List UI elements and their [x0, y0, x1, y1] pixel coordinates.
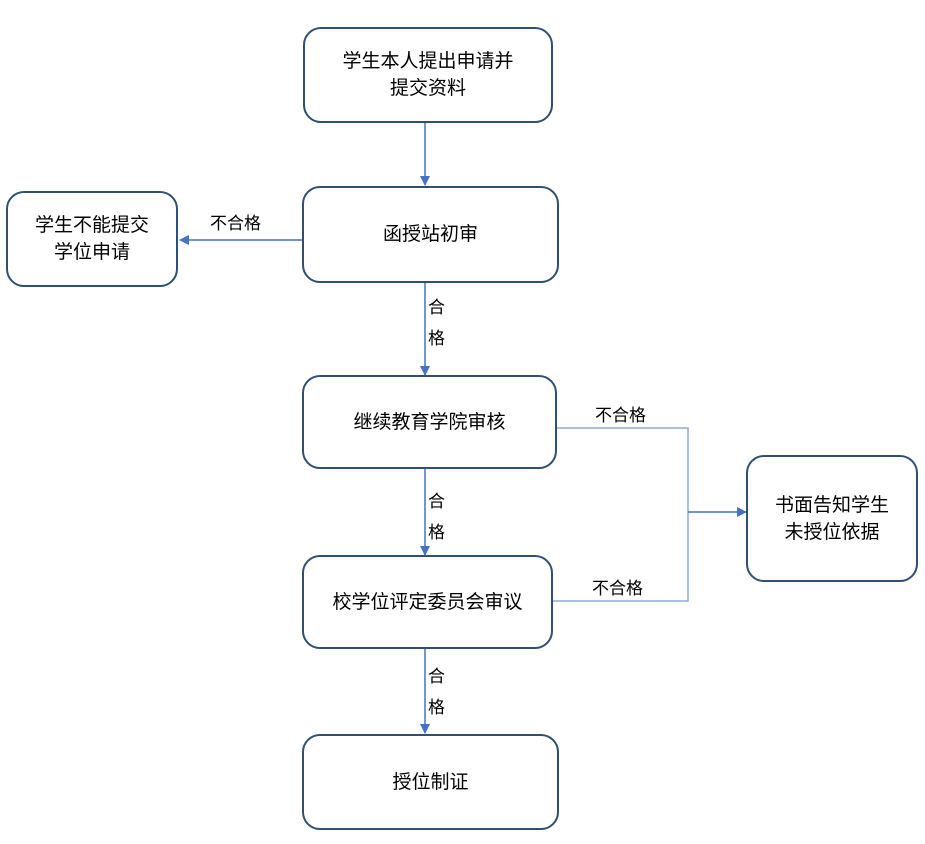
node-college-review: 继续教育学院审核 — [302, 375, 557, 469]
node-award: 授位制证 — [302, 734, 559, 830]
node-cannot-submit: 学生不能提交 学位申请 — [6, 191, 178, 287]
node-notify-line-1: 书面告知学生 — [774, 493, 889, 516]
node-cannot-submit-line-1: 学生不能提交 — [34, 214, 149, 236]
edge-label-college-pass: 合格 — [428, 492, 445, 543]
edge-label-station-fail: 不合格 — [210, 214, 261, 234]
line-committee-fail — [553, 512, 689, 602]
node-award-label: 授位制证 — [392, 770, 469, 793]
edge-label-committee-pass: 合格 — [428, 667, 445, 718]
node-notify: 书面告知学生 未授位依据 — [746, 455, 918, 582]
node-apply-line-2: 提交资料 — [389, 77, 466, 99]
node-college-review-label: 继续教育学院审核 — [353, 410, 506, 433]
edge-label-station-pass: 合格 — [428, 298, 445, 349]
node-committee-review: 校学位评定委员会审议 — [302, 555, 553, 649]
node-station-review: 函授站初审 — [302, 186, 559, 283]
node-apply: 学生本人提出申请并 提交资料 — [303, 27, 553, 123]
line-college-fail — [557, 427, 689, 512]
node-committee-review-label: 校学位评定委员会审议 — [332, 590, 523, 613]
edge-label-college-fail: 不合格 — [595, 406, 646, 426]
node-station-review-label: 函授站初审 — [382, 223, 478, 245]
edge-label-committee-fail: 不合格 — [592, 579, 643, 599]
node-cannot-submit-line-2: 学位申请 — [53, 241, 130, 263]
node-apply-line-1: 学生本人提出申请并 — [342, 50, 514, 72]
node-notify-line-2: 未授位依据 — [784, 520, 880, 543]
